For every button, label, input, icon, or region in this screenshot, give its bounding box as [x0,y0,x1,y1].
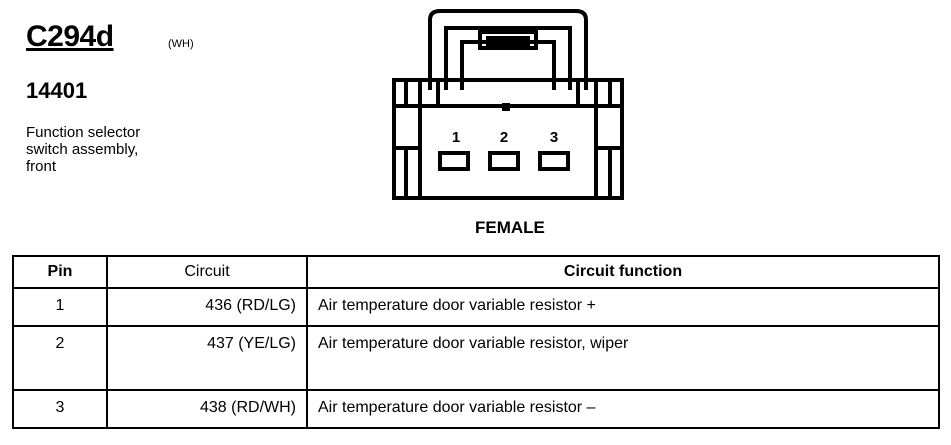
header-circuit: Circuit [106,255,308,289]
key-indicator [502,103,510,111]
row-pin: 1 [12,287,108,327]
table-row: 1 436 (RD/LG) Air temperature door varia… [12,287,940,327]
row-circuit: 438 (RD/WH) [106,389,308,429]
connector-latch [428,9,588,90]
connector-body [392,78,624,200]
row-pin: 3 [12,389,108,429]
pin-cavity-1 [438,151,470,171]
row-function: Air temperature door variable resistor – [306,389,940,429]
row-circuit: 436 (RD/LG) [106,287,308,327]
connector-face-diagram: 1 2 3 [392,9,624,200]
pin-label-3: 3 [550,129,558,146]
pin-label-1: 1 [452,129,460,146]
row-function: Air temperature door variable resistor + [306,287,940,327]
pin-cavity-3 [538,151,570,171]
part-number: 14401 [26,78,88,103]
connector-code: C294d [26,20,114,53]
table-row: 2 437 (YE/LG) Air temperature door varia… [12,325,940,391]
component-description: Function selector switch assembly, front [26,124,226,175]
table-row: 3 438 (RD/WH) Air temperature door varia… [12,389,940,429]
description-line-1: Function selector [26,124,141,141]
row-function: Air temperature door variable resistor, … [306,325,940,391]
row-circuit: 437 (YE/LG) [106,325,308,391]
pin-cavity-2 [488,151,520,171]
table-header-row: Pin Circuit Circuit function [12,255,940,289]
description-line-2: switch assembly, [26,141,139,158]
header-function: Circuit function [306,255,940,289]
description-line-3: front [26,158,57,175]
connector-gender: FEMALE [475,218,545,237]
header-pin: Pin [12,255,108,289]
row-pin: 2 [12,325,108,391]
pin-table: Pin Circuit Circuit function 1 436 (RD/L… [12,255,940,429]
connector-color: (WH) [168,38,194,50]
pin-label-2: 2 [500,129,508,146]
